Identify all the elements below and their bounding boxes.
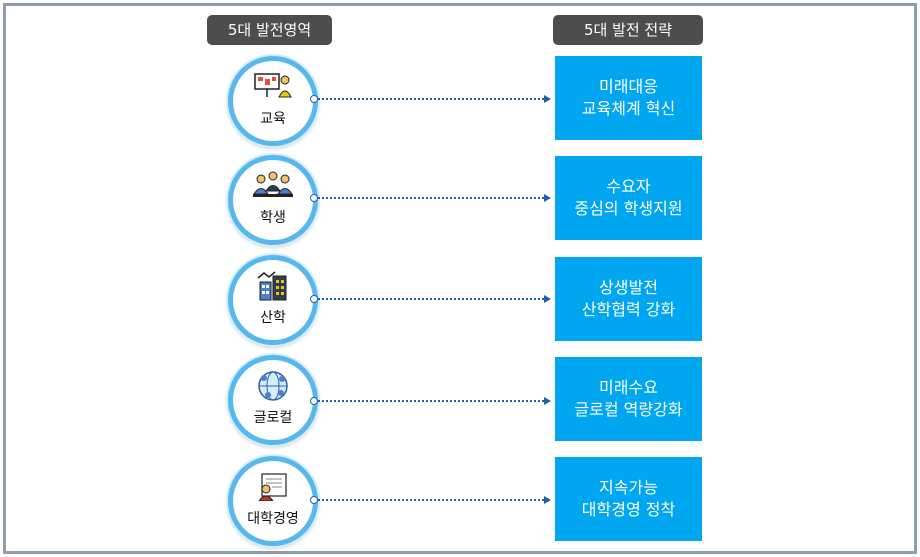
area-circle-glocal: 글로컬 <box>228 355 318 445</box>
areas-header: 5대 발전영역 <box>207 15 332 45</box>
strategy-line1: 미래대응 <box>599 76 658 96</box>
connector-line <box>318 98 544 100</box>
connector-start <box>310 295 318 303</box>
students-icon <box>251 170 295 204</box>
diagram-frame <box>3 3 917 554</box>
area-circle-industry: 산학 <box>228 255 318 345</box>
strategy-box-glocal: 미래수요 글로컬 역량강화 <box>555 357 702 441</box>
area-label: 학생 <box>260 210 286 226</box>
connector-line <box>318 298 544 300</box>
connector-start <box>310 496 318 504</box>
arrow-head-icon <box>544 194 551 202</box>
classroom-icon <box>253 71 293 105</box>
strategy-line1: 지속가능 <box>599 477 658 497</box>
strategy-line1: 상생발전 <box>599 277 658 297</box>
arrow-head-icon <box>544 295 551 303</box>
industry-building-icon <box>256 270 290 306</box>
connector-line <box>318 400 544 402</box>
strategy-line2: 대학경영 정착 <box>581 500 676 519</box>
area-label: 대학경영 <box>247 511 299 527</box>
strategy-box-industry: 상생발전 산학협력 강화 <box>555 257 702 341</box>
strategy-box-management: 지속가능 대학경영 정착 <box>555 457 702 541</box>
strategies-header: 5대 발전 전략 <box>553 15 703 45</box>
connector-line <box>318 499 544 501</box>
connector-line <box>318 197 544 199</box>
globe-network-icon <box>256 370 290 406</box>
strategy-box-education: 미래대응 교육체계 혁신 <box>555 56 702 140</box>
strategy-line2: 글로컬 역량강화 <box>574 400 683 419</box>
area-circle-education: 교육 <box>228 56 318 146</box>
area-label: 글로컬 <box>253 410 293 426</box>
strategy-line1: 미래수요 <box>599 377 658 397</box>
strategy-line2: 중심의 학생지원 <box>574 199 683 218</box>
strategy-line2: 산학협력 강화 <box>581 300 676 319</box>
arrow-head-icon <box>544 397 551 405</box>
arrow-head-icon <box>544 95 551 103</box>
area-circle-students: 학생 <box>228 155 318 245</box>
area-circle-management: 대학경영 <box>228 456 318 546</box>
area-label: 산학 <box>260 310 286 326</box>
connector-start <box>310 95 318 103</box>
management-icon <box>256 471 290 505</box>
strategy-line1: 수요자 <box>606 176 651 196</box>
connector-start <box>310 397 318 405</box>
strategy-line2: 교육체계 혁신 <box>581 99 676 118</box>
connector-start <box>310 194 318 202</box>
strategy-box-students: 수요자 중심의 학생지원 <box>555 156 702 240</box>
arrow-head-icon <box>544 496 551 504</box>
area-label: 교육 <box>260 111 286 127</box>
